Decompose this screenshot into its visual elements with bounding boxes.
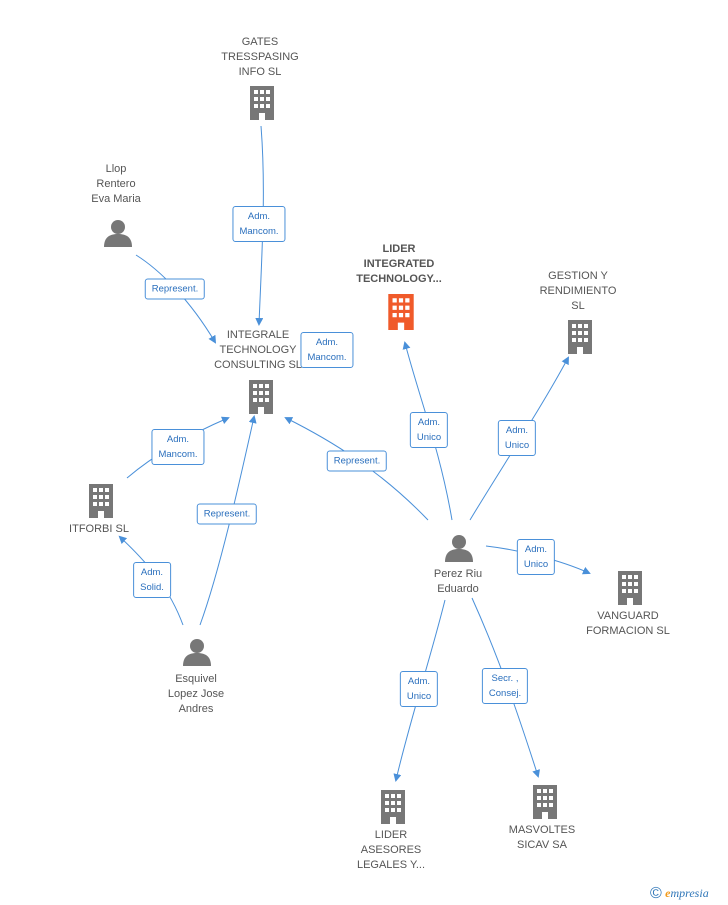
building-icon-masvoltes[interactable] bbox=[533, 785, 557, 819]
person-icon-esquivel[interactable] bbox=[183, 639, 211, 666]
relation-label-perez-integrale[interactable]: Represent. bbox=[326, 450, 388, 472]
building-icon-gestion[interactable] bbox=[568, 320, 592, 354]
node-label-gates[interactable]: GATES TRESSPASING INFO SL bbox=[221, 36, 299, 78]
empresia-logo-e: e bbox=[665, 886, 671, 900]
relation-label-perez-masvoltes[interactable]: Secr. , Consej. bbox=[481, 668, 529, 704]
building-icon-vanguard[interactable] bbox=[618, 571, 642, 605]
building-icon-gates[interactable] bbox=[250, 86, 274, 120]
relation-label-gates-integrale[interactable]: Adm. Mancom. bbox=[232, 206, 286, 242]
building-icon-itforbi[interactable] bbox=[89, 484, 113, 518]
relation-label-esquivel-integrale[interactable]: Represent. bbox=[196, 503, 258, 525]
node-label-perez[interactable]: Perez Riu Eduardo bbox=[433, 568, 483, 595]
relation-label-itforbi-integrale[interactable]: Adm. Mancom. bbox=[151, 429, 205, 465]
node-label-vanguard[interactable]: VANGUARD FORMACION SL bbox=[586, 610, 670, 637]
node-label-gestion[interactable]: GESTION Y RENDIMIENTO SL bbox=[539, 270, 617, 312]
person-icon-perez[interactable] bbox=[445, 535, 473, 562]
node-label-itforbi[interactable]: ITFORBI SL bbox=[69, 523, 129, 535]
footer-copyright: © empresia bbox=[650, 885, 709, 903]
node-label-masvoltes[interactable]: MASVOLTES SICAV SA bbox=[508, 824, 576, 851]
relation-label-llop-integrale[interactable]: Represent. bbox=[144, 278, 206, 300]
relation-label-perez-lider-integrated[interactable]: Adm. Unico bbox=[409, 412, 449, 448]
relation-label-perez-vanguard[interactable]: Adm. Unico bbox=[516, 539, 556, 575]
node-label-integrale[interactable]: INTEGRALE TECHNOLOGY CONSULTING SL bbox=[214, 329, 302, 371]
empresia-logo[interactable]: empresia bbox=[665, 886, 709, 900]
node-label-esquivel[interactable]: Esquivel Lopez Jose Andres bbox=[167, 673, 225, 715]
copyright-symbol: © bbox=[650, 885, 662, 902]
person-icon-llop[interactable] bbox=[104, 220, 132, 247]
empresia-logo-rest: mpresia bbox=[670, 886, 709, 900]
relation-label-perez-lider-asesores[interactable]: Adm. Unico bbox=[399, 671, 439, 707]
relation-label-perez-gestion[interactable]: Adm. Unico bbox=[497, 420, 537, 456]
building-icon-lider-integrated[interactable] bbox=[388, 294, 414, 330]
relation-label-esquivel-itforbi[interactable]: Adm. Solid. bbox=[133, 562, 171, 598]
building-icon-integrale[interactable] bbox=[249, 380, 273, 414]
node-label-lider-asesores[interactable]: LIDER ASESORES LEGALES Y... bbox=[356, 829, 426, 871]
relation-label-integrale-self[interactable]: Adm. Mancom. bbox=[300, 332, 354, 368]
node-label-lider-integrated[interactable]: LIDER INTEGRATED TECHNOLOGY... bbox=[356, 243, 442, 285]
building-icon-lider-asesores[interactable] bbox=[381, 790, 405, 824]
node-label-llop[interactable]: Llop Rentero Eva Maria bbox=[91, 163, 141, 205]
